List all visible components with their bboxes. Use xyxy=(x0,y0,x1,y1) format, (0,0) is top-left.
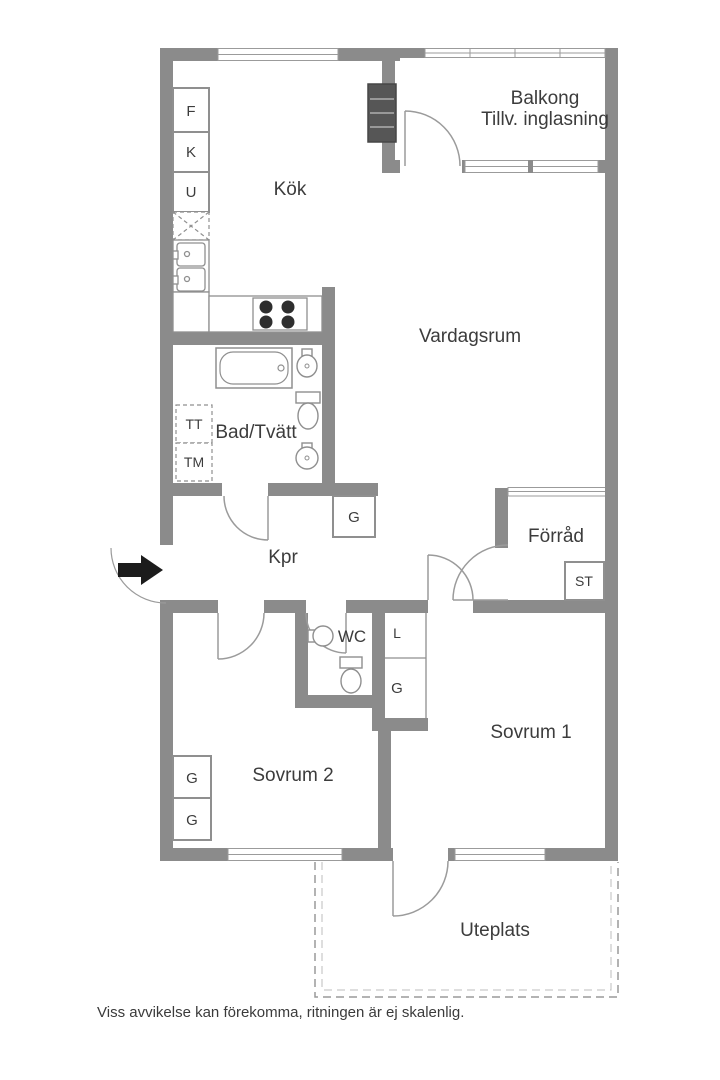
window-balcony-glazing xyxy=(424,48,606,58)
wall-kitchen-bath xyxy=(160,332,322,345)
label-bathroom: Bad/Tvätt xyxy=(215,422,297,443)
bedroom2-wardrobe-bottom-box xyxy=(172,797,212,841)
opening-wc xyxy=(306,600,346,613)
door-arc-balcony xyxy=(404,110,461,167)
bath-toilet-icon xyxy=(295,391,321,430)
window-storage-partition xyxy=(507,486,605,497)
wc-sink-icon xyxy=(307,625,334,647)
washer-box xyxy=(175,442,213,482)
label-kitchen: Kök xyxy=(274,179,307,200)
bath-sink-icon xyxy=(296,348,318,378)
label-b2-wardrobe-top: G xyxy=(186,770,198,787)
label-patio: Uteplats xyxy=(460,920,530,941)
corner-counter xyxy=(172,291,210,333)
bath-basin-icon xyxy=(295,442,319,470)
wc-toilet-icon xyxy=(339,656,363,694)
label-storage: Förråd xyxy=(528,526,584,547)
wall-wc-left xyxy=(295,600,308,708)
label-dryer: TT xyxy=(185,416,203,432)
upper-cabinet-dashed xyxy=(172,211,210,241)
door-openings xyxy=(160,160,508,861)
wall-hall-living-stub xyxy=(322,483,378,496)
kitchen-fixtures xyxy=(172,87,323,333)
opening-storage xyxy=(495,548,508,600)
wall-closet-bottom xyxy=(372,718,428,731)
label-hall-wardrobe: G xyxy=(348,509,360,526)
bathtub-icon xyxy=(215,347,293,389)
label-closet-wardrobe: G xyxy=(391,680,403,697)
window-living xyxy=(464,160,599,173)
label-bedroom2: Sovrum 2 xyxy=(252,765,333,786)
wall-kitchen-stub xyxy=(322,287,335,345)
label-bedroom1: Sovrum 1 xyxy=(490,722,571,743)
label-living-room: Vardagsrum xyxy=(419,326,521,347)
hall-wardrobe-box xyxy=(332,495,376,538)
closets xyxy=(172,495,605,841)
opening-bedroom1 xyxy=(428,600,473,613)
wc-fixtures xyxy=(307,625,363,694)
door-arc-storage xyxy=(452,544,509,601)
door-arc-entry xyxy=(110,547,167,604)
wall-middle xyxy=(160,600,618,613)
wall-left xyxy=(160,48,173,861)
label-hallway: Kpr xyxy=(268,547,298,568)
entry-arrow-icon xyxy=(118,555,163,585)
label-wc: WC xyxy=(338,627,366,646)
patio-boundary xyxy=(314,862,619,998)
label-freezer: F xyxy=(186,103,195,120)
labels: Balkong Tillv. inglasning Kök Vardagsrum… xyxy=(184,88,609,941)
kitchen-sink-icon xyxy=(172,239,210,293)
wall-wc-bottom xyxy=(295,695,385,708)
opening-entry xyxy=(160,545,173,600)
freezer-cabinet xyxy=(172,87,210,133)
door-swings xyxy=(110,110,509,917)
label-balcony: Balkong xyxy=(511,88,580,109)
shaft-window xyxy=(367,83,397,143)
closet-lg-doors xyxy=(385,613,427,718)
label-balcony-sub: Tillv. inglasning xyxy=(481,109,609,130)
windows xyxy=(217,48,606,861)
label-washer: TM xyxy=(184,454,204,470)
wall-right xyxy=(605,48,618,861)
wall-bath-right xyxy=(322,332,335,496)
opening-bath xyxy=(222,483,268,496)
opening-patio xyxy=(393,848,448,861)
opening-balcony xyxy=(400,160,462,173)
door-arc-bedroom2 xyxy=(217,612,265,660)
wall-bedroom-divider xyxy=(378,731,391,848)
disclaimer-text: Viss avvikelse kan förekomma, ritningen … xyxy=(97,1004,465,1021)
wall-storage-left xyxy=(495,488,508,548)
opening-bedroom2 xyxy=(218,600,264,613)
door-arc-patio xyxy=(392,860,449,917)
label-fridge: K xyxy=(186,144,196,161)
storage-cabinet-box xyxy=(564,561,605,601)
label-linen-closet: L xyxy=(393,625,401,641)
wall-wc-closet-divider xyxy=(372,600,385,731)
bathroom-fixtures xyxy=(175,347,321,482)
door-arc-bedroom1 xyxy=(427,554,474,601)
label-b2-wardrobe-bottom: G xyxy=(186,812,198,829)
window-kitchen xyxy=(217,48,339,61)
label-storage-cabinet: ST xyxy=(575,573,593,589)
stove-icon xyxy=(252,297,308,331)
window-bedroom1 xyxy=(454,848,546,861)
label-oven: U xyxy=(186,184,197,201)
fridge-cabinet xyxy=(172,131,210,173)
door-arc-bath xyxy=(223,495,269,541)
window-bedroom2 xyxy=(227,848,343,861)
